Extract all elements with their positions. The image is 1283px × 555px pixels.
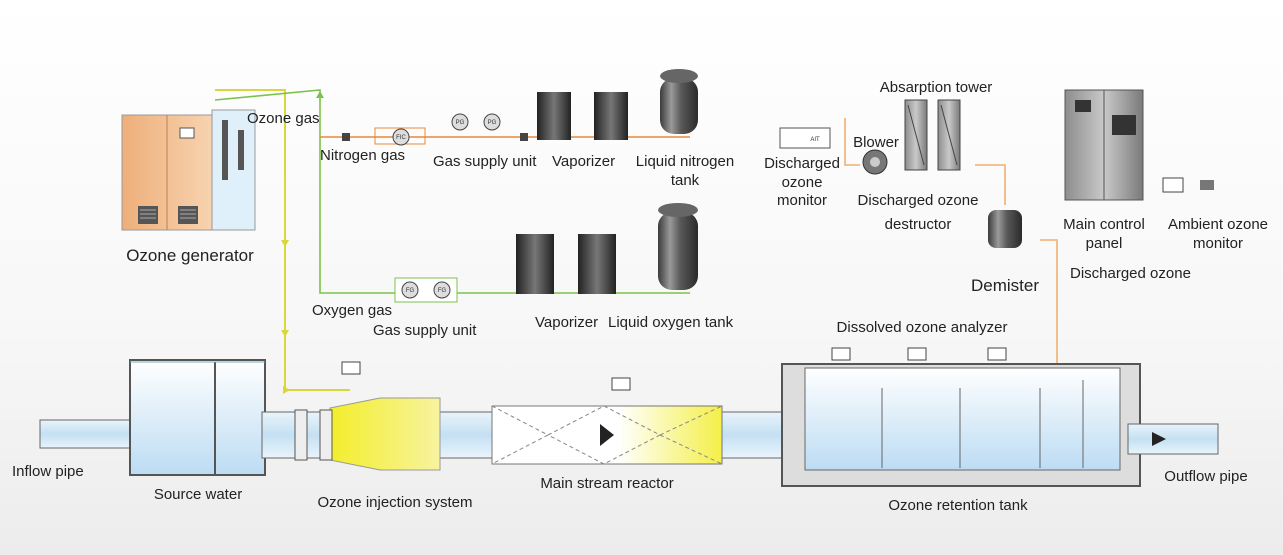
- oxygen-vaporizer: [516, 234, 616, 294]
- label-gas-supply-unit-n2: Gas supply unit: [433, 153, 537, 170]
- ozone-generator: [121, 109, 256, 231]
- inflow-pipe-shape: [39, 419, 141, 449]
- label-outflow-pipe: Outflow pipe: [1164, 468, 1247, 485]
- label-ambient-ozone-monitor-1: Ambient ozone: [1168, 216, 1268, 233]
- label-demister: Demister: [971, 276, 1039, 295]
- label-ambient-ozone-monitor-2: monitor: [1193, 235, 1243, 252]
- label-ozone-gas: Ozone gas: [247, 110, 320, 127]
- label-source-water: Source water: [154, 486, 242, 503]
- ambient-ozone-monitor: [1162, 177, 1214, 193]
- label-main-stream-reactor: Main stream reactor: [540, 475, 673, 492]
- discharged-ozone-monitor: AIT: [779, 127, 831, 149]
- label-discharged-ozone-monitor-3: monitor: [777, 192, 827, 209]
- discharge-line-2: [975, 164, 1006, 205]
- ozone-retention-tank: [781, 347, 1141, 487]
- flow-arrow-icon: [281, 330, 289, 337]
- oxygen-gas-supply-unit: FG FG: [394, 277, 458, 303]
- label-gas-supply-unit-o2: Gas supply unit: [373, 322, 477, 339]
- label-discharged-ozone: Discharged ozone: [1070, 265, 1191, 282]
- flow-arrow-icon: [316, 91, 324, 98]
- label-ozone-generator: Ozone generator: [126, 246, 254, 265]
- ozone-injection-system: [294, 361, 441, 471]
- main-control-panel: [1064, 89, 1144, 201]
- label-absorption-tower: Absarption tower: [880, 79, 993, 96]
- label-blower: Blower: [853, 134, 899, 151]
- pg-label-2: PG: [488, 120, 497, 126]
- absorption-tower: [904, 99, 961, 171]
- label-discharged-ozone-destructor-2: destructor: [885, 216, 952, 233]
- label-vaporizer-o2: Vaporizer: [535, 314, 598, 331]
- label-nitrogen-gas: Nitrogen gas: [320, 147, 405, 164]
- oxygen-gas-line: [214, 89, 690, 294]
- label-discharged-ozone-monitor-2: ozone: [782, 174, 823, 191]
- demister: [988, 210, 1022, 248]
- label-ozone-retention-tank: Ozone retention tank: [888, 497, 1028, 514]
- label-ozone-injection-system: Ozone injection system: [317, 494, 472, 511]
- label-dissolved-ozone-analyzer: Dissolved ozone analyzer: [837, 319, 1008, 336]
- label-main-control-panel-2: panel: [1086, 235, 1123, 252]
- liquid-oxygen-tank: [658, 203, 698, 290]
- discharge-line: [1040, 239, 1058, 365]
- blower: [862, 149, 888, 175]
- label-oxygen-gas: Oxygen gas: [312, 302, 392, 319]
- label-inflow-pipe: Inflow pipe: [12, 463, 84, 480]
- fg-label-2: FG: [438, 288, 447, 294]
- main-stream-reactor: [491, 377, 723, 465]
- source-water-tank: [129, 359, 266, 476]
- ait-label: AIT: [810, 137, 820, 143]
- label-vaporizer-n2: Vaporizer: [552, 153, 615, 170]
- label-liquid-nitrogen-tank-2: tank: [671, 172, 700, 189]
- fic-label: FIC: [396, 135, 406, 141]
- outflow-pipe-shape: [1127, 423, 1219, 455]
- label-discharged-ozone-destructor-1: Discharged ozone: [858, 192, 979, 209]
- label-discharged-ozone-monitor-1: Discharged: [764, 155, 840, 172]
- label-liquid-oxygen-tank: Liquid oxygen tank: [608, 314, 734, 331]
- fg-label-1: FG: [406, 288, 415, 294]
- flow-arrow-icon: [281, 240, 289, 247]
- blower-line: [844, 118, 860, 166]
- pg-label-1: PG: [456, 120, 465, 126]
- liquid-nitrogen-tank: [660, 69, 698, 134]
- label-liquid-nitrogen-tank-1: Liquid nitrogen: [636, 153, 734, 170]
- nitrogen-vaporizer: [537, 92, 628, 140]
- label-main-control-panel-1: Main control: [1063, 216, 1145, 233]
- nitrogen-gas-supply-unit: FIC PG PG: [342, 113, 528, 146]
- outflow-arrow-icon: [1152, 432, 1166, 446]
- flow-arrow-icon: [283, 386, 290, 394]
